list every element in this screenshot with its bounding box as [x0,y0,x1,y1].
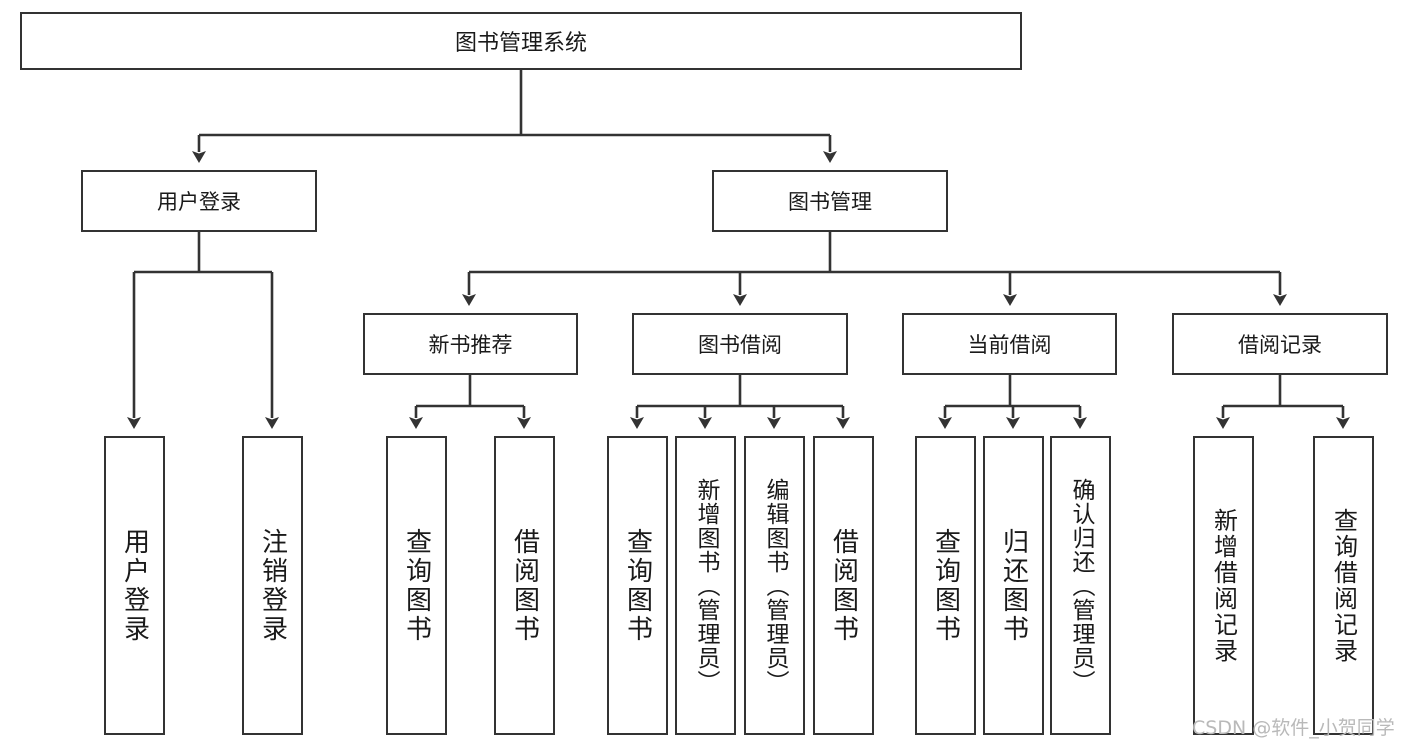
leaf-borrow-book-recommend[interactable]: 借阅图书 [494,436,555,735]
leaf-query-book-current[interactable]: 查询图书 [915,436,976,735]
node-label: 用户登录 [119,527,150,644]
watermark-csdn: CSDN @软件_小贺同学 [1192,717,1395,739]
leaf-borrow-book[interactable]: 借阅图书 [813,436,874,735]
node-new-book-recommendation[interactable]: 新书推荐 [363,313,578,375]
node-label: 图书管理 [788,190,872,214]
node-label: 新书推荐 [428,333,513,357]
leaf-query-borrow-record[interactable]: 查询借阅记录 [1313,436,1374,735]
node-label: 注销登录 [257,527,288,644]
node-label: 查询图书 [622,527,653,644]
node-label: 图书借阅 [698,333,782,357]
node-borrowing-record[interactable]: 借阅记录 [1172,313,1388,375]
leaf-query-book-borrow[interactable]: 查询图书 [607,436,668,735]
node-book-borrowing[interactable]: 图书借阅 [632,313,848,375]
node-user-login[interactable]: 用户登录 [81,170,317,232]
node-label: 借阅记录 [1238,333,1322,357]
node-current-borrowing[interactable]: 当前借阅 [902,313,1117,375]
leaf-edit-book-admin[interactable]: 编辑图书（管理员） [744,436,805,735]
node-label: 图书管理系统 [454,31,587,56]
node-label: 查询借阅记录 [1329,507,1358,664]
node-label: 查询图书 [401,527,432,644]
node-label: 借阅图书 [509,527,540,644]
leaf-user-logout[interactable]: 注销登录 [242,436,303,735]
leaf-query-book-recommend[interactable]: 查询图书 [386,436,447,735]
node-label: 归还图书 [998,527,1029,644]
node-label: 编辑图书（管理员） [762,477,788,694]
leaf-user-login[interactable]: 用户登录 [104,436,165,735]
node-label: 新增借阅记录 [1209,507,1238,664]
node-label: 借阅图书 [828,527,859,644]
node-label: 用户登录 [157,190,241,214]
node-label: 查询图书 [930,527,961,644]
node-book-management[interactable]: 图书管理 [712,170,948,232]
node-label: 当前借阅 [967,333,1052,357]
node-label: 确认归还（管理员） [1068,477,1094,694]
leaf-add-book-admin[interactable]: 新增图书（管理员） [675,436,736,735]
node-label: 新增图书（管理员） [693,477,719,694]
leaf-return-book[interactable]: 归还图书 [983,436,1044,735]
leaf-add-borrow-record[interactable]: 新增借阅记录 [1193,436,1254,735]
node-root-book-management-system[interactable]: 图书管理系统 [20,12,1022,70]
leaf-confirm-return-admin[interactable]: 确认归还（管理员） [1050,436,1111,735]
